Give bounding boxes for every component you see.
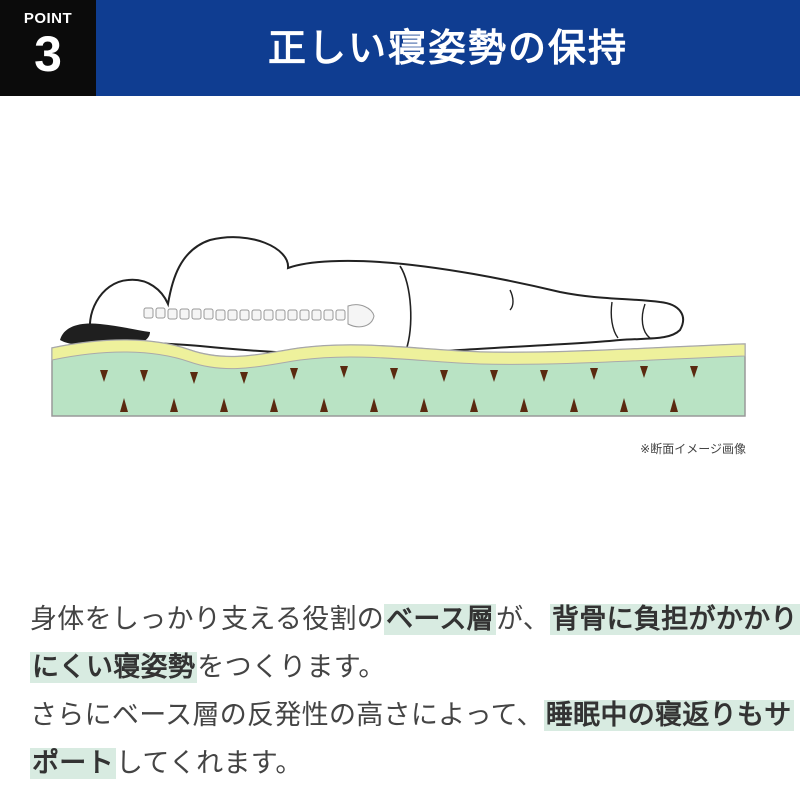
spine-icon — [143, 304, 375, 328]
highlight-segment: にくい寝姿勢 — [30, 652, 198, 683]
page-title: 正しい寝姿勢の保持 — [267, 26, 628, 70]
description-line-1: 身体をしっかり支える役割のベース層が、背骨に負担がかかり — [30, 596, 800, 644]
description-line-3: さらにベース層の反発性の高さによって、睡眠中の寝返りもサ — [30, 692, 794, 740]
point-label: POINT — [23, 10, 73, 27]
mattress-cross-section — [51, 339, 746, 417]
description-line-4: ポートしてくれます。 — [30, 740, 780, 788]
sleeping-figure-image — [51, 236, 746, 417]
text-segment: してくれます。 — [115, 748, 303, 779]
point-number: 3 — [34, 26, 62, 82]
highlight-segment: 背骨に負担がかかり — [550, 604, 800, 635]
text-segment: が、 — [495, 604, 551, 635]
highlight-segment: 睡眠中の寝返りもサ — [543, 700, 794, 731]
mattress-illustration — [40, 220, 760, 430]
text-segment: をつくります。 — [197, 652, 386, 683]
image-caption: ※断面イメージ画像 — [640, 442, 746, 456]
text-segment: さらにベース層の反発性の高さによって、 — [30, 700, 544, 731]
highlight-segment: ベース層 — [384, 604, 496, 635]
header-banner: POINT 3 正しい寝姿勢の保持 — [0, 0, 800, 96]
body-outline — [88, 236, 685, 356]
point-badge: POINT 3 — [0, 0, 96, 96]
highlight-segment: ポート — [30, 748, 116, 779]
text-segment: 身体をしっかり支える役割の — [30, 604, 385, 635]
description-line-2: にくい寝姿勢をつくります。 — [30, 644, 780, 692]
description-text: 身体をしっかり支える役割のベース層が、背骨に負担がかかり にくい寝姿勢をつくりま… — [30, 596, 800, 788]
